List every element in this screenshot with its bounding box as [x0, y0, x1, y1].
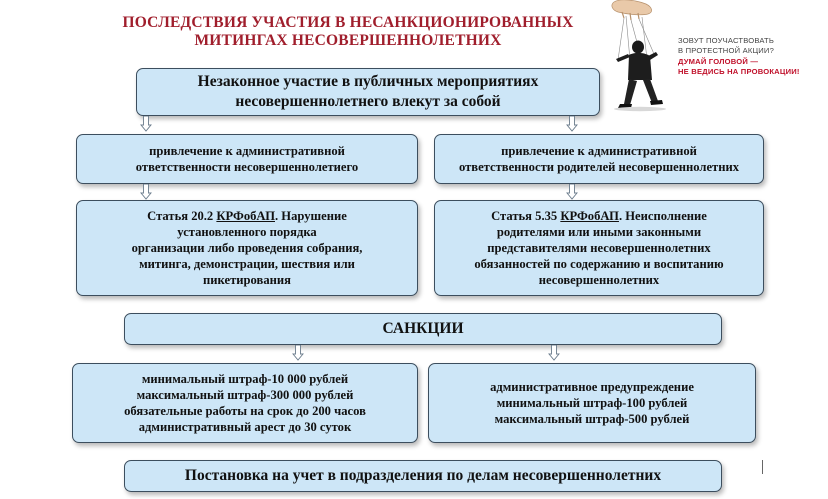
left-liability-line-2: ответственности несовершеннолетиего [135, 160, 359, 174]
aside-warning-line-1: ДУМАЙ ГОЛОВОЙ — [678, 56, 759, 66]
title-line-2: МИТИНГАХ НЕСОВЕРШЕННОЛЕТНИХ [194, 32, 502, 49]
top-box-line-1: Незаконное участие в публичных мероприят… [197, 73, 539, 90]
right-article-line-1: Статья 5.35 КРФобАП. Неисполнение [491, 208, 707, 224]
arrow-down-icon [566, 116, 578, 132]
aside-question-line-2: В ПРОТЕСТНОЙ АКЦИИ? [678, 46, 775, 56]
bottom-box-label: Постановка на учет в подразделения по де… [184, 467, 662, 484]
sanctions-bar: САНКЦИИ [124, 313, 722, 345]
right-article-prefix: Статья 5.35 [491, 209, 561, 223]
left-article-box: Статья 20.2 КРФобАП. Нарушение установле… [76, 200, 418, 296]
aside-warning-line-2: НЕ ВЕДИСЬ НА ПРОВОКАЦИИ! [678, 67, 800, 77]
left-sanctions-box: минимальный штраф-10 000 рублей максимал… [72, 363, 418, 443]
right-sanctions-box: административное предупреждение минималь… [428, 363, 756, 443]
left-article-line-5: пикетирования [203, 273, 291, 287]
arrow-down-icon [566, 184, 578, 200]
left-article-code: КРФобАП [216, 209, 275, 223]
left-liability-line-1: привлечение к административной [149, 144, 345, 158]
left-article-line-4: митинга, демонстрации, шествия или [139, 257, 355, 271]
left-liability-box: привлечение к административной ответстве… [76, 134, 418, 184]
left-article-line-2: установленного порядка [177, 225, 317, 239]
aside-question-line-1: ЗОВУТ ПОУЧАСТВОВАТЬ [678, 36, 775, 45]
arrow-down-icon [140, 184, 152, 200]
left-article-prefix: Статья 20.2 [147, 209, 217, 223]
right-article-code: КРФобАП [560, 209, 619, 223]
right-liability-line-2: ответственности родителей несовершенноле… [458, 160, 740, 174]
right-article-line-3: представителями несовершеннолетних [487, 241, 711, 255]
arrow-down-icon [140, 116, 152, 132]
left-article-line-1-rest: . Нарушение [275, 209, 347, 223]
top-box-line-2: несовершеннолетнего влекут за собой [235, 93, 501, 110]
aside-caption: ЗОВУТ ПОУЧАСТВОВАТЬ В ПРОТЕСТНОЙ АКЦИИ? … [678, 36, 800, 78]
right-liability-box: привлечение к административной ответстве… [434, 134, 764, 184]
right-article-line-2: родителями или иными законными [496, 225, 702, 239]
right-sanction-line-1: административное предупреждение [490, 380, 694, 394]
diagram-title: ПОСЛЕДСТВИЯ УЧАСТИЯ В НЕСАНКЦИОНИРОВАННЫ… [88, 14, 608, 50]
left-sanction-line-4: административный арест до 30 суток [138, 420, 352, 434]
right-article-box: Статья 5.35 КРФобАП. Неисполнение родите… [434, 200, 764, 296]
left-sanction-line-2: максимальный штраф-300 000 рублей [136, 388, 354, 402]
title-line-1: ПОСЛЕДСТВИЯ УЧАСТИЯ В НЕСАНКЦИОНИРОВАННЫ… [122, 14, 574, 31]
left-article-line-1: Статья 20.2 КРФобАП. Нарушение [147, 208, 347, 224]
edge-tick-mark [762, 460, 763, 474]
left-sanction-line-1: минимальный штраф-10 000 рублей [141, 372, 349, 386]
left-article-line-3: организации либо проведения собрания, [131, 241, 363, 255]
top-box: Незаконное участие в публичных мероприят… [136, 68, 600, 116]
bottom-box: Постановка на учет в подразделения по де… [124, 460, 722, 492]
right-liability-line-1: привлечение к административной [501, 144, 697, 158]
left-sanction-line-3: обязательные работы на срок до 200 часов [124, 404, 366, 418]
right-article-line-1-rest: . Неисполнение [618, 209, 707, 223]
sanctions-label: САНКЦИИ [382, 320, 464, 337]
right-sanction-line-2: минимальный штраф-100 рублей [496, 396, 688, 410]
right-article-line-5: несовершеннолетних [538, 273, 660, 287]
right-article-line-4: обязанностей по содержанию и воспитанию [474, 257, 724, 271]
arrow-down-icon [292, 345, 304, 361]
right-sanction-line-3: максимальный штраф-500 рублей [494, 412, 690, 426]
puppet-figure-icon [611, 0, 666, 112]
arrow-down-icon [548, 345, 560, 361]
